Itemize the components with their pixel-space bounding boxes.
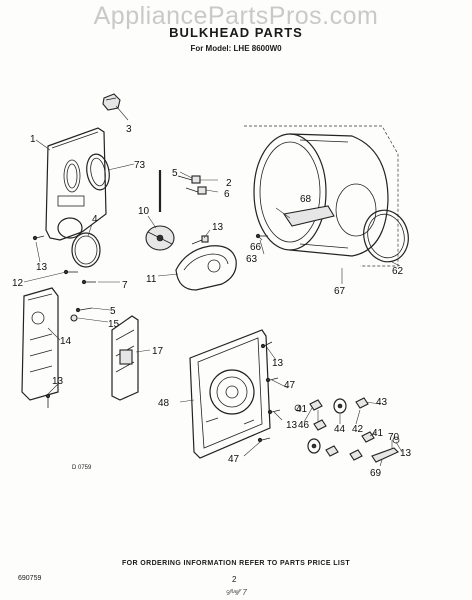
callout-13-left: 13: [36, 262, 48, 273]
part-drum-seal: [363, 209, 409, 263]
screws: [32, 233, 281, 443]
part-oval-gasket: [86, 153, 110, 191]
callout-1: 1: [30, 134, 36, 145]
part-front-bracket: [45, 127, 107, 241]
part-round-seal: [71, 232, 101, 268]
callout-42: 42: [352, 424, 364, 435]
callout-67: 67: [334, 286, 346, 297]
callout-17: 17: [152, 346, 164, 357]
callout-13-bulkhead-top: 13: [272, 358, 284, 369]
callout-4: 4: [92, 214, 98, 225]
callout-47-bottom: 47: [228, 454, 240, 465]
part-baffle: [283, 205, 335, 227]
diagram-title: BULKHEAD PARTS: [169, 25, 303, 40]
callout-48: 48: [158, 398, 170, 409]
handwritten-mark: ᶜ⁄⁄ᵘᵉ⁄⁄ 7: [226, 588, 247, 597]
callout-11: 11: [146, 274, 157, 285]
callout-labels: 1 2 3 4 5 5 6 7 10 11 12 13 13 13 13 13 …: [12, 124, 412, 479]
callout-15: 15: [108, 319, 120, 330]
leader-lines: [23, 105, 403, 467]
callout-13-center: 13: [212, 222, 224, 233]
callout-47-top: 47: [284, 380, 296, 391]
hardware-group-top: [177, 175, 209, 245]
callout-68: 68: [300, 194, 312, 205]
callout-63: 63: [246, 254, 258, 265]
model-subtitle: For Model: LHE 8600W0: [190, 44, 282, 53]
part-rollers: [294, 397, 400, 463]
callout-13-lower-left: 13: [52, 376, 64, 387]
callout-14: 14: [60, 336, 72, 347]
callout-13-bulkhead-mid: 13: [286, 420, 298, 431]
callout-5-top: 5: [172, 168, 178, 179]
callout-6: 6: [224, 189, 230, 200]
part-blower-housing: [175, 245, 237, 291]
part-side-panel: [21, 287, 59, 401]
callout-69: 69: [370, 468, 382, 479]
callout-41-left: 41: [296, 404, 308, 415]
callout-62: 62: [392, 266, 404, 277]
ordering-note: FOR ORDERING INFORMATION REFER TO PARTS …: [121, 560, 351, 567]
part-disc-switch: [145, 225, 175, 251]
callout-70: 70: [388, 432, 400, 443]
callout-7: 7: [122, 280, 128, 291]
watermark: AppliancePartsPros.com: [93, 2, 379, 30]
callout-43: 43: [376, 397, 388, 408]
callout-3: 3: [126, 124, 132, 135]
callout-13-right: 13: [400, 448, 412, 459]
callout-46: 46: [298, 420, 310, 431]
part-drum: [244, 125, 399, 267]
callout-73: 73: [134, 160, 146, 171]
document-number: 690759: [18, 575, 42, 582]
callout-41-right: 41: [372, 428, 384, 439]
callout-2: 2: [226, 178, 232, 189]
part-heater-assembly: [111, 315, 139, 401]
callout-10: 10: [138, 206, 150, 217]
page-number: 2: [232, 575, 237, 584]
part-bulkhead: [189, 329, 271, 459]
drawing-code: D 0759: [72, 465, 92, 471]
callout-44: 44: [334, 424, 346, 435]
callout-12: 12: [12, 278, 24, 289]
callout-66: 66: [250, 242, 262, 253]
callout-5-mid: 5: [110, 306, 116, 317]
